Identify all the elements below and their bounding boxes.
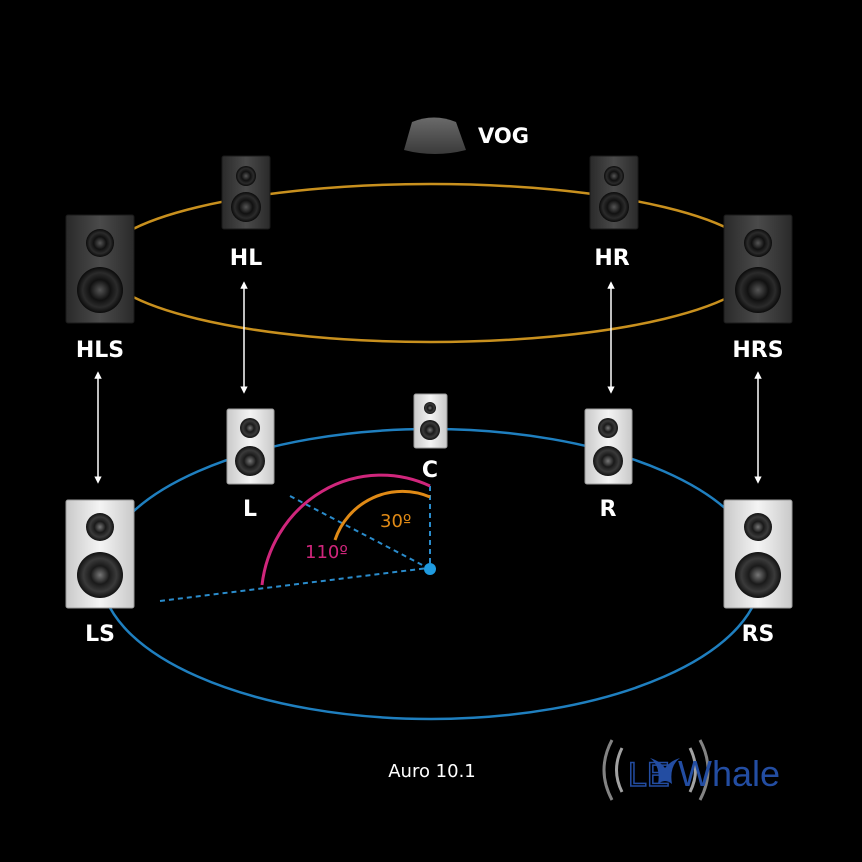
hl-label: HL — [230, 246, 262, 271]
vog-label: VOG — [478, 124, 529, 148]
vog-speaker — [404, 117, 466, 154]
hls-label: HLS — [76, 338, 124, 363]
c-label: C — [422, 458, 438, 483]
r-speaker — [584, 408, 633, 485]
l-speaker — [226, 408, 275, 485]
surround-angle-line — [159, 567, 429, 602]
l-label: L — [243, 497, 257, 522]
rs-speaker — [723, 499, 793, 609]
front-angle-arc — [333, 489, 431, 541]
watermark-suffix: Whale — [678, 753, 780, 794]
listener-position — [424, 563, 436, 575]
height-layer-ring — [99, 182, 763, 344]
ls-speaker — [65, 499, 135, 609]
watermark-logo: LE Whale — [602, 739, 780, 801]
hl-speaker — [221, 155, 271, 230]
front-angle-line — [289, 495, 429, 569]
format-caption: Auro 10.1 — [388, 761, 476, 782]
hrs-speaker — [723, 214, 793, 324]
r-label: R — [600, 497, 617, 522]
hls-speaker — [65, 214, 135, 324]
c-speaker — [413, 393, 448, 449]
hrs-label: HRS — [732, 338, 783, 363]
hr-label: HR — [594, 246, 629, 271]
hr-speaker — [589, 155, 639, 230]
surround-angle-arc — [260, 473, 431, 586]
rs-label: RS — [742, 622, 775, 647]
front-angle-label: 30º — [380, 511, 411, 532]
whale-tail-icon — [650, 758, 680, 784]
ls-label: LS — [85, 622, 115, 647]
surround-angle-label: 110º — [305, 542, 348, 563]
